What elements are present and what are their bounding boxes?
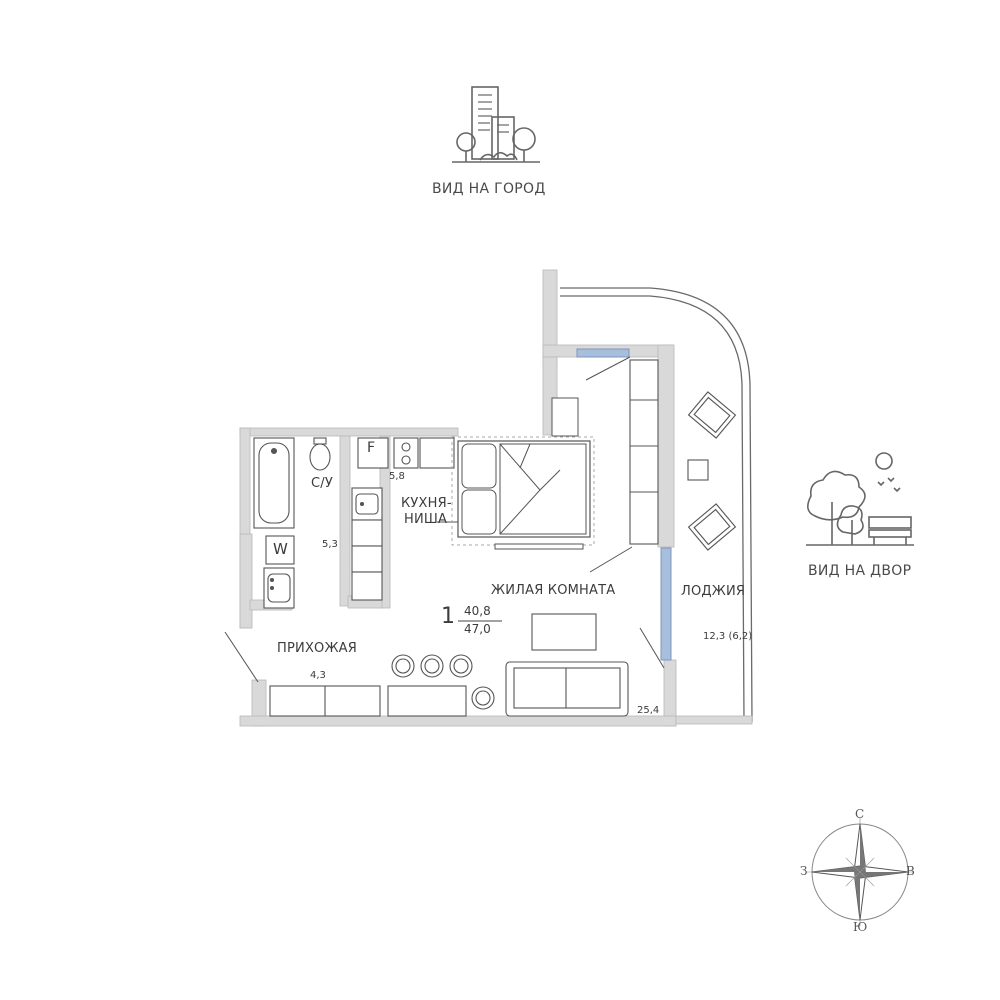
bathroom-fixtures (253, 437, 331, 609)
bathroom-label: С/У (311, 476, 333, 491)
fridge-label: F (367, 440, 376, 456)
kitchen-label-line2: НИША (404, 512, 448, 527)
compass-south: Ю (853, 920, 868, 934)
yard-view-label: ВИД НА ДВОР (808, 563, 912, 579)
windows (576, 348, 672, 661)
bed-area (451, 397, 595, 550)
washer-label: W (273, 540, 288, 558)
living-area-total: 40,8 (464, 604, 491, 618)
compass-north: С (855, 807, 865, 821)
compass-west: З (800, 864, 808, 878)
yard-view-icon (806, 452, 914, 546)
total-area: 47,0 (464, 622, 491, 636)
rooms-count: 1 (441, 604, 455, 629)
compass-east: В (906, 864, 915, 878)
coffee-table (531, 613, 597, 651)
city-view-label: ВИД НА ГОРОД (432, 181, 546, 197)
fridge-box (357, 437, 389, 469)
living-room-area: 25,4 (637, 705, 660, 716)
kitchen-island (387, 685, 467, 717)
city-view-icon (452, 86, 540, 163)
kitchen-label-line1: КУХНЯ- (401, 496, 452, 511)
kitchen-fixtures (351, 437, 455, 601)
compass-icon (806, 818, 914, 926)
loggia-area: 12,3 (6,2) (703, 631, 753, 642)
living-furniture (387, 613, 629, 717)
hallway-furniture (269, 685, 381, 717)
hallway-area: 4,3 (310, 670, 326, 681)
wardrobe (629, 359, 659, 545)
doors (224, 356, 665, 683)
kitchen-area: 5,8 (389, 471, 405, 482)
loggia-label: ЛОДЖИЯ (681, 584, 746, 599)
bathroom-area: 5,3 (322, 539, 338, 550)
washer-box (265, 535, 295, 565)
loggia-furniture (687, 391, 737, 551)
hallway-label: ПРИХОЖАЯ (277, 641, 358, 656)
walls (239, 269, 753, 727)
toilet (309, 443, 331, 471)
loggia-outline (560, 287, 753, 723)
living-room-label: ЖИЛАЯ КОМНАТА (491, 583, 616, 598)
